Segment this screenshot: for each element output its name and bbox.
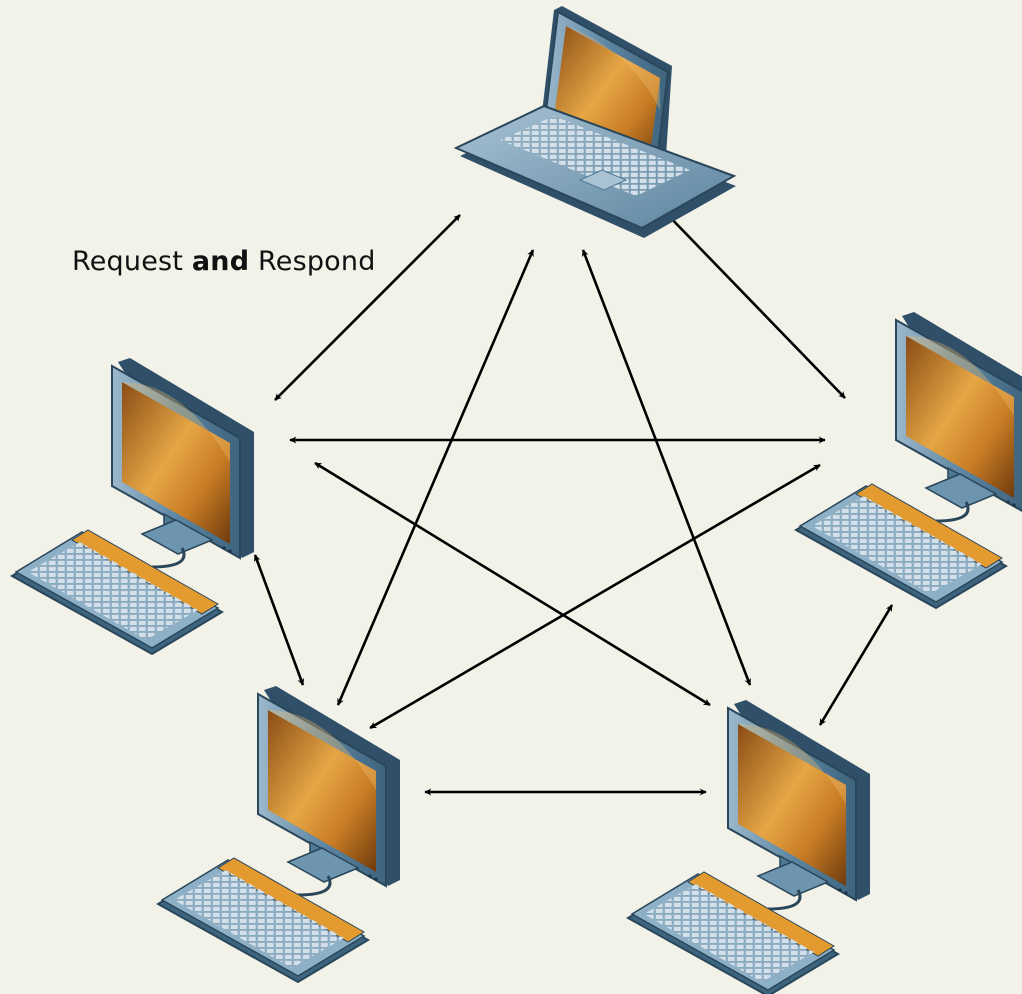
arrow-right-bottom-right bbox=[818, 604, 894, 726]
arrow-laptop-right bbox=[664, 211, 846, 399]
arrow-left-bottom-left bbox=[253, 554, 305, 686]
desktop-bottom-right-icon bbox=[626, 698, 872, 994]
desktop-bottom-left-icon bbox=[156, 684, 402, 984]
arrow-laptop-bottom-right bbox=[581, 249, 752, 686]
desktop-left-icon bbox=[10, 356, 256, 656]
caption-suffix: Respond bbox=[249, 246, 376, 277]
arrow-right-bottom-left bbox=[369, 463, 821, 730]
arrow-laptop-left bbox=[274, 214, 461, 401]
caption-prefix: Request bbox=[72, 246, 192, 277]
laptop-icon bbox=[455, 5, 737, 239]
desktop-right-icon bbox=[794, 310, 1022, 610]
diagram-caption: Request and Respond bbox=[72, 246, 376, 277]
caption-emphasis: and bbox=[191, 246, 250, 277]
connection-arrows bbox=[253, 211, 894, 796]
arrow-left-bottom-right bbox=[314, 461, 711, 707]
arrow-laptop-bottom-left bbox=[336, 249, 535, 706]
